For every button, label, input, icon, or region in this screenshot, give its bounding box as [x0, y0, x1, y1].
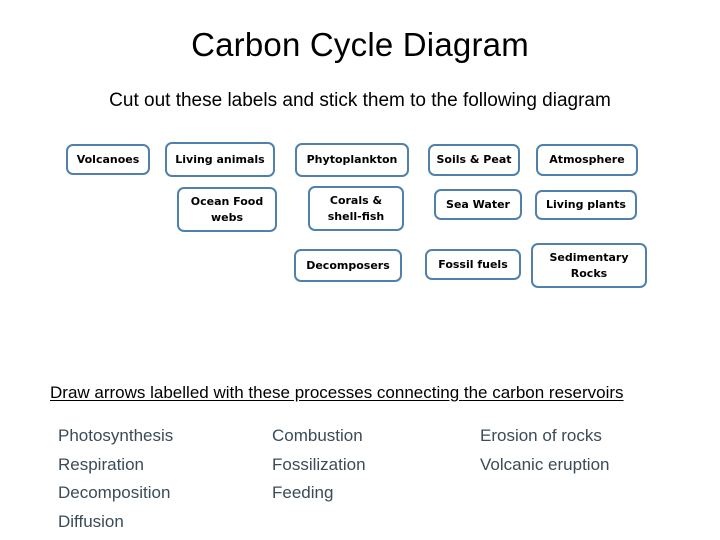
label-box-text: Fossil fuels — [438, 257, 508, 271]
label-box[interactable]: Atmosphere — [536, 144, 638, 176]
label-box-text: Decomposers — [306, 258, 390, 272]
label-box[interactable]: Soils & Peat — [428, 144, 520, 176]
label-box-text: Living animals — [175, 152, 265, 166]
label-box-text: Volcanoes — [76, 152, 140, 166]
label-box-text: Atmosphere — [549, 153, 625, 167]
label-boxes-group: Volcanoes Living animals Phytoplankton Soil… — [0, 140, 720, 300]
slide-subtitle: Cut out these labels and stick them to t… — [109, 90, 611, 111]
label-box-text: Living plants — [546, 198, 626, 212]
label-box-text: Sea Water — [446, 197, 510, 211]
label-box-text: Phytoplankton — [306, 153, 398, 167]
label-box[interactable]: Living plants — [535, 190, 637, 220]
label-box-text: Soils & Peat — [436, 153, 512, 167]
process-item[interactable]: Erosion of rocks — [480, 426, 602, 445]
label-box[interactable]: Phytoplankton — [295, 143, 409, 177]
process-item[interactable]: Respiration — [58, 454, 144, 474]
process-item[interactable]: Volcanic eruption — [480, 454, 610, 474]
process-item[interactable]: Decomposition — [58, 483, 171, 502]
process-item[interactable]: Photosynthesis — [58, 426, 174, 445]
process-item[interactable]: Fossilization — [272, 454, 366, 474]
label-box[interactable]: Volcanoes — [66, 144, 150, 175]
page-title: Carbon Cycle Diagram — [191, 26, 529, 63]
process-item[interactable]: Diffusion — [58, 511, 124, 531]
label-box[interactable]: Living animals — [165, 142, 275, 177]
label-box[interactable]: Fossil fuels — [425, 249, 521, 280]
label-box[interactable]: Corals &shell-fish — [308, 186, 404, 231]
label-box[interactable]: Decomposers — [294, 249, 402, 282]
label-box-text: Corals &shell-fish — [327, 193, 385, 223]
label-box[interactable]: Sea Water — [434, 189, 522, 220]
processes-heading: Draw arrows labelled with these processe… — [50, 383, 624, 402]
process-item[interactable]: Feeding — [272, 483, 334, 502]
process-item[interactable]: Combustion — [272, 426, 363, 445]
